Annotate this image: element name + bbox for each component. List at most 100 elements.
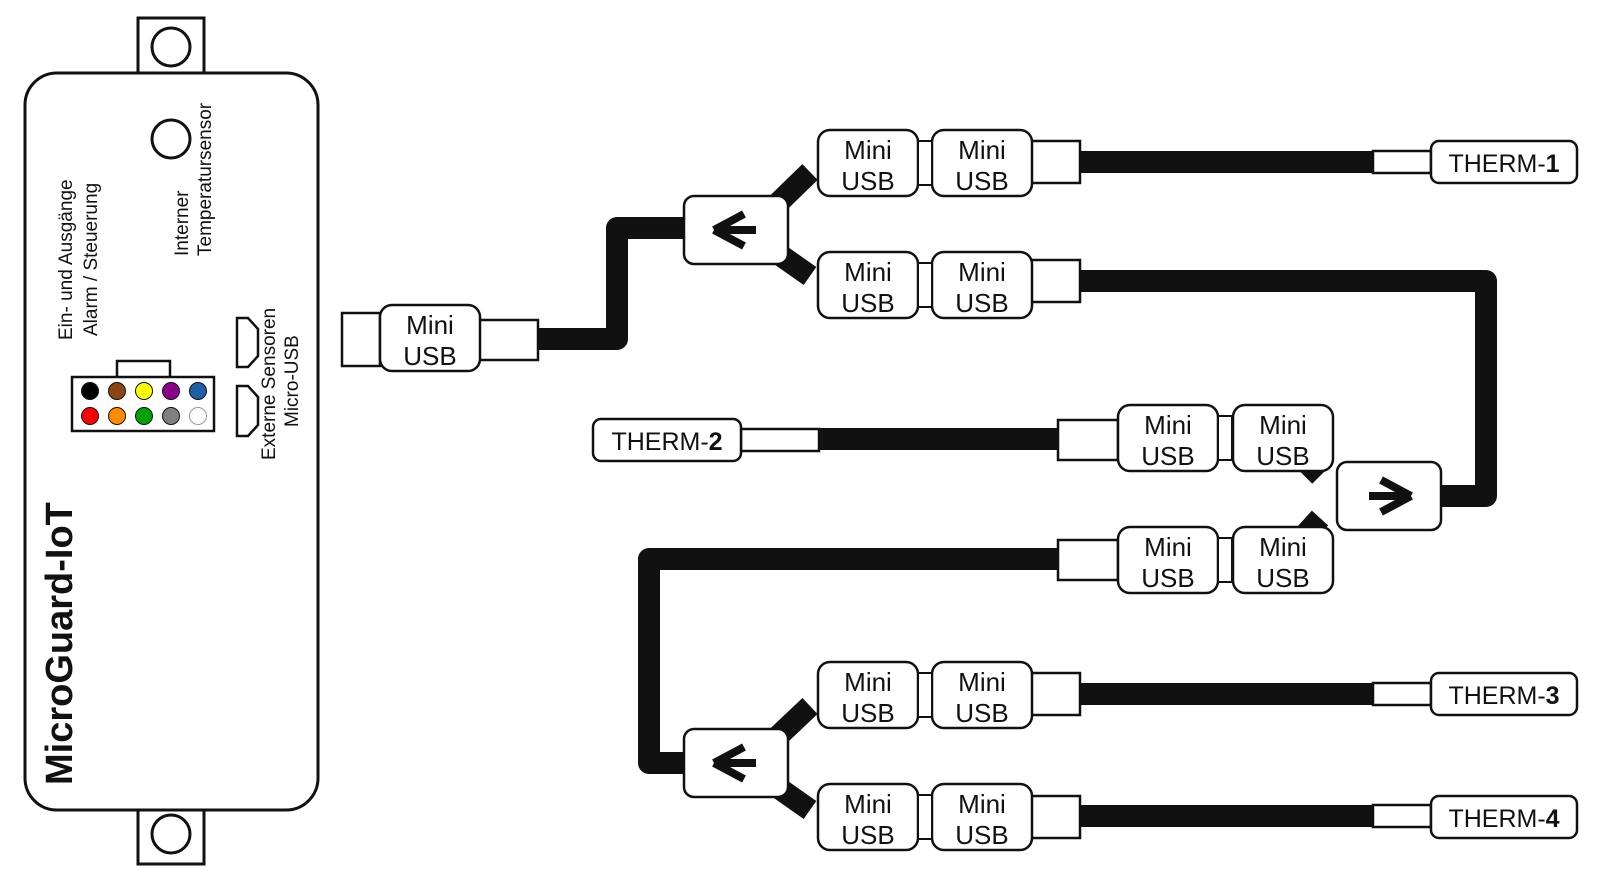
therm1-label: THERM-1 xyxy=(1429,139,1579,185)
plug-stub-loop-left xyxy=(1056,538,1120,582)
device-name: MicroGuard-IoT xyxy=(39,502,81,785)
mount-hole-bottom-icon xyxy=(150,813,192,855)
plug-stub-therm2 xyxy=(1056,418,1120,462)
temp-sensor-icon xyxy=(150,118,192,160)
terminal-pins xyxy=(81,382,207,425)
connector-joint xyxy=(917,672,933,718)
therm3-box xyxy=(1429,671,1579,717)
connector-joint xyxy=(917,140,933,186)
terminal-pin-top-4 xyxy=(162,382,180,400)
io-label-line1: Ein- und Ausgänge xyxy=(56,179,77,340)
connector-label-line2: USB xyxy=(1141,563,1194,593)
terminal-pin-bottom-4 xyxy=(162,407,180,425)
sensor-labels: THERM-1 THERM-2 THERM-3 THERM-4 xyxy=(591,139,1579,840)
connector-label-line2: USB xyxy=(955,820,1008,850)
connector-label-line1: Mini xyxy=(844,257,892,287)
therm2-text: THERM-2 xyxy=(611,428,722,456)
temp-label-line2: Temperatursensor xyxy=(195,102,216,256)
connector-label-line2: USB xyxy=(955,166,1008,196)
probe-tip-therm4 xyxy=(1371,803,1433,829)
therm4-box xyxy=(1429,794,1579,840)
cable-loop-right xyxy=(1080,270,1497,507)
terminal-pin-bottom-5 xyxy=(189,407,207,425)
y-splitter-1 xyxy=(682,194,790,266)
connector-label-line1: Mini xyxy=(958,135,1006,165)
device-body xyxy=(23,71,320,812)
connector-label-line1: Mini xyxy=(1259,410,1307,440)
connector-label-line1: Mini xyxy=(844,667,892,697)
connector-label-line2: USB xyxy=(1256,441,1309,471)
terminal-pin-bottom-3 xyxy=(135,407,153,425)
y-splitter-icon xyxy=(1369,476,1413,516)
io-label-line2: Alarm / Steuerung xyxy=(81,183,102,336)
y-splitter-icon xyxy=(712,743,756,783)
cables xyxy=(537,151,1497,827)
connector-label-line2: USB xyxy=(1141,441,1194,471)
connector-label-line2: USB xyxy=(841,166,894,196)
connector-joint xyxy=(1217,415,1233,461)
y-splitters xyxy=(682,194,1443,799)
connector-label-line1: Mini xyxy=(1144,410,1192,440)
terminal-pin-top-1 xyxy=(81,382,99,400)
probe-tip-therm3 xyxy=(1371,681,1433,707)
connector-label-line1: Mini xyxy=(958,257,1006,287)
terminal-pin-top-3 xyxy=(135,382,153,400)
therm3-label: THERM-3 xyxy=(1429,671,1579,717)
connector-label-line1: Mini xyxy=(844,789,892,819)
connector-label-line1: Mini xyxy=(844,135,892,165)
ext-label-line2: Micro-USB xyxy=(282,335,303,427)
connector-label-line2: USB xyxy=(955,288,1008,318)
probe-tip-therm2 xyxy=(739,427,821,453)
plug-stub-main xyxy=(474,318,540,362)
connector-label-line1: Mini xyxy=(406,310,454,340)
connector-label-line2: USB xyxy=(955,698,1008,728)
mini-usb-connector-box xyxy=(378,303,482,373)
ext-label-line1: Externe Sensoren xyxy=(259,308,280,460)
micro-usb-port-1-icon xyxy=(235,316,260,369)
connector-label-line1: Mini xyxy=(1144,532,1192,562)
connector-label-line2: USB xyxy=(841,698,894,728)
connector-label-line2: USB xyxy=(841,288,894,318)
connector-joint xyxy=(917,794,933,840)
terminal-block xyxy=(70,359,216,433)
therm2-label: THERM-2 xyxy=(591,417,743,463)
connector-label-line1: Mini xyxy=(1259,532,1307,562)
terminal-pin-top-5 xyxy=(189,382,207,400)
terminal-pin-top-2 xyxy=(108,382,126,400)
micro-usb-port-2-icon xyxy=(235,384,260,438)
terminal-pin-bottom-2 xyxy=(108,407,126,425)
mount-hole-top-icon xyxy=(150,26,192,68)
connector-label-line2: USB xyxy=(1256,563,1309,593)
terminal-pin-bottom-1 xyxy=(81,407,99,425)
therm3-text: THERM-3 xyxy=(1448,682,1559,710)
usb-connectors: MiniUSBMiniUSBMiniUSBMiniUSBMiniUSBMiniU… xyxy=(378,128,1335,852)
cable-main xyxy=(537,217,690,350)
device: MicroGuard-IoT Ein- und Ausgänge Alarm /… xyxy=(23,16,320,866)
therm1-text: THERM-1 xyxy=(1448,150,1559,178)
connector-joint xyxy=(1217,537,1233,583)
temp-label-line1: Interner xyxy=(172,190,193,256)
plug-stub-device xyxy=(340,311,382,368)
connector-joint xyxy=(917,262,933,308)
therm1-box xyxy=(1429,139,1579,185)
connector-label-line1: Mini xyxy=(958,789,1006,819)
plug-stubs xyxy=(340,139,1433,840)
probe-tip-therm1 xyxy=(1371,149,1433,175)
y-splitter-icon xyxy=(712,210,756,250)
connector-label-line2: USB xyxy=(403,341,456,371)
connector-label-line1: Mini xyxy=(958,667,1006,697)
